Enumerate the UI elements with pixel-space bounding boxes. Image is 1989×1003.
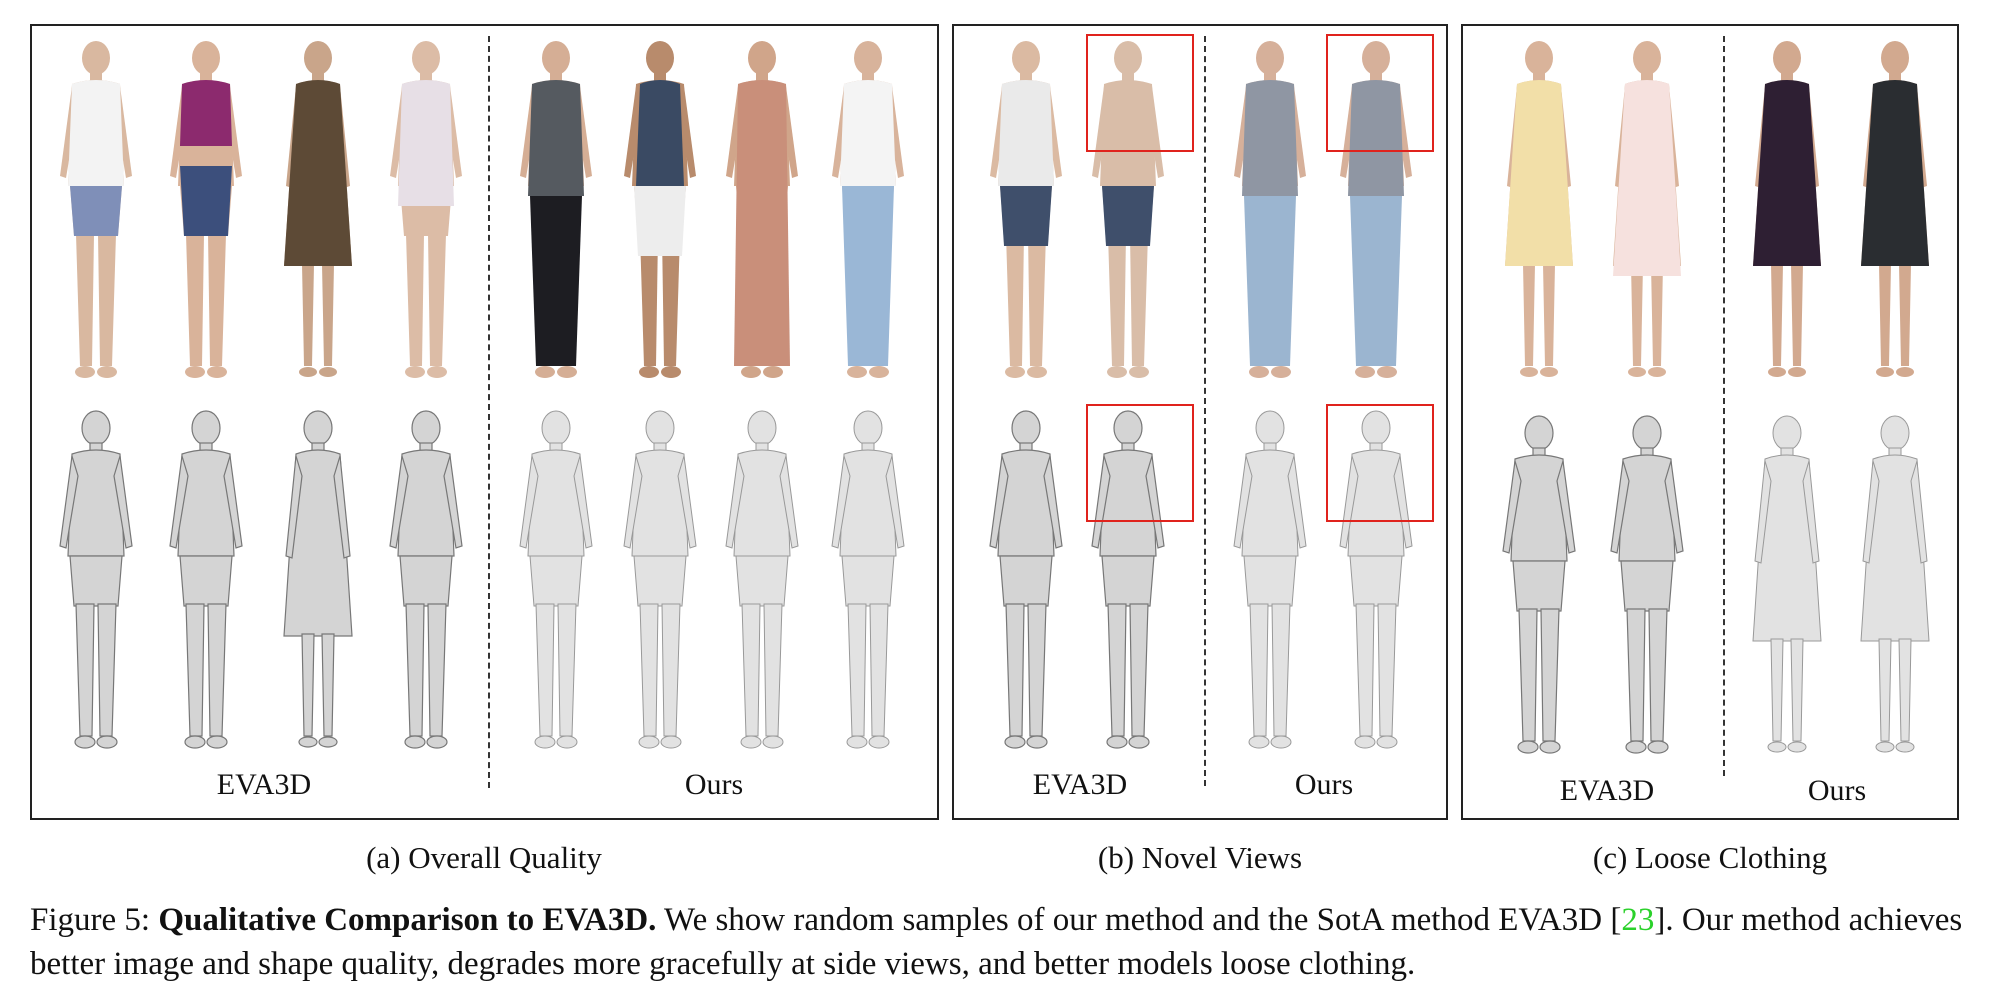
rgb-dress-ours-1 xyxy=(1753,41,1821,377)
rgb-dress-eva3d-1 xyxy=(1505,41,1573,377)
caption-text: We show random samples of our method and… xyxy=(656,902,1622,938)
rgb-dress-ours-2 xyxy=(1861,41,1929,377)
subcaption-b: (b) Novel Views xyxy=(1097,840,1303,875)
subcaption-a: (a) Overall Quality xyxy=(366,840,602,875)
method-label-ours: Ours xyxy=(684,768,744,801)
mesh-dress-eva3d-2 xyxy=(1610,415,1684,754)
rgb-sample-eva3d-1 xyxy=(60,41,132,378)
panel-overall-quality: EVA3D Ours xyxy=(30,24,939,820)
rgb-sample-ours-2 xyxy=(624,41,696,378)
panel-loose-clothing: EVA3D Ours xyxy=(1461,24,1959,820)
rgb-sample-eva3d-4 xyxy=(390,41,462,378)
subcaption-c: (c) Loose Clothing xyxy=(1592,840,1828,875)
rgb-sample-eva3d-3 xyxy=(284,41,352,377)
rgb-front-ours xyxy=(1234,41,1306,378)
mesh-dress-ours-1 xyxy=(1752,415,1822,753)
caption-text-end: ]. Our method achieves better image and … xyxy=(30,902,1963,982)
panel-novel-views: EVA3D Ours xyxy=(952,24,1448,820)
rgb-side-eva3d xyxy=(1092,41,1164,378)
mesh-sample-ours-3 xyxy=(725,410,799,749)
method-label-eva3d: EVA3D xyxy=(1559,774,1655,807)
method-label-eva3d: EVA3D xyxy=(1032,768,1128,801)
mesh-dress-eva3d-1 xyxy=(1502,415,1576,754)
rgb-front-eva3d xyxy=(990,41,1062,378)
highlight-box xyxy=(1086,404,1194,522)
mesh-sample-eva3d-2 xyxy=(169,410,243,749)
dashed-divider xyxy=(488,36,490,788)
mesh-front-eva3d xyxy=(989,410,1063,749)
rgb-sample-eva3d-2 xyxy=(170,41,242,378)
dashed-divider xyxy=(1204,36,1206,786)
highlight-box xyxy=(1326,404,1434,522)
mesh-front-ours xyxy=(1233,410,1307,749)
mesh-dress-ours-2 xyxy=(1860,415,1930,753)
rgb-sample-ours-1 xyxy=(520,41,592,378)
mesh-sample-eva3d-4 xyxy=(389,410,463,749)
method-label-eva3d: EVA3D xyxy=(216,768,312,801)
figure-number: Figure 5: xyxy=(30,902,151,938)
rgb-sample-ours-3 xyxy=(726,41,798,378)
rgb-dress-eva3d-2 xyxy=(1613,41,1681,377)
figure-caption: Figure 5: Qualitative Comparison to EVA3… xyxy=(30,898,1965,986)
citation-link[interactable]: 23 xyxy=(1621,902,1655,938)
highlight-box xyxy=(1326,34,1434,152)
method-label-ours: Ours xyxy=(1294,768,1354,801)
mesh-sample-eva3d-3 xyxy=(283,410,353,748)
mesh-sample-ours-1 xyxy=(519,410,593,749)
mesh-sample-eva3d-1 xyxy=(59,410,133,749)
mesh-sample-ours-2 xyxy=(623,410,697,749)
mesh-sample-ours-4 xyxy=(831,410,905,749)
dashed-divider xyxy=(1723,36,1725,776)
method-label-ours: Ours xyxy=(1807,774,1867,807)
caption-title: Qualitative Comparison to EVA3D. xyxy=(158,902,657,938)
rgb-side-ours xyxy=(1340,41,1412,378)
highlight-box xyxy=(1086,34,1194,152)
rgb-sample-ours-4 xyxy=(832,41,904,378)
